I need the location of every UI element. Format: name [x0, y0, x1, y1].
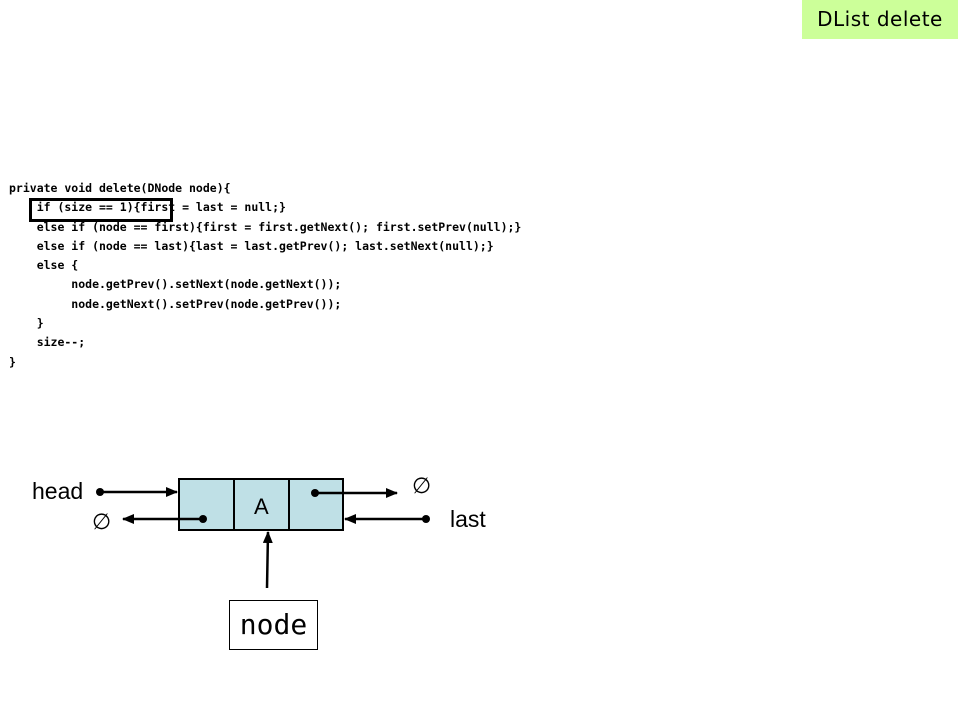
code-block: private void delete(DNode node){ if (siz…: [9, 179, 521, 372]
code-line: else {: [9, 258, 79, 273]
node-arrow: [262, 531, 273, 589]
value-cell: [233, 478, 290, 531]
prev-cell: [178, 478, 235, 531]
code-line: node.getNext().setPrev(node.getPrev());: [9, 296, 342, 311]
head-label: head: [32, 478, 84, 504]
node-value-label: A: [254, 494, 269, 519]
null-symbol-next: ∅: [412, 474, 432, 499]
code-line: }: [9, 354, 16, 369]
slide-title: DList delete: [802, 0, 958, 39]
next-cell: [288, 478, 344, 531]
node-parameter-box: node: [229, 600, 318, 650]
code-line: }: [9, 316, 44, 331]
last-label: last: [450, 506, 486, 532]
code-line: else if (node == last){last = last.getPr…: [9, 238, 494, 253]
code-line: private void delete(DNode node){: [9, 181, 231, 195]
code-line: size--;: [9, 335, 86, 350]
null-symbol-prev: ∅: [92, 510, 112, 535]
code-line: else if (node == first){first = first.ge…: [9, 219, 522, 234]
code-line: node.getPrev().setNext(node.getNext());: [9, 277, 342, 292]
code-line: if (size == 1){first = last = null;}: [9, 200, 286, 215]
code-highlight-box: [29, 198, 173, 222]
